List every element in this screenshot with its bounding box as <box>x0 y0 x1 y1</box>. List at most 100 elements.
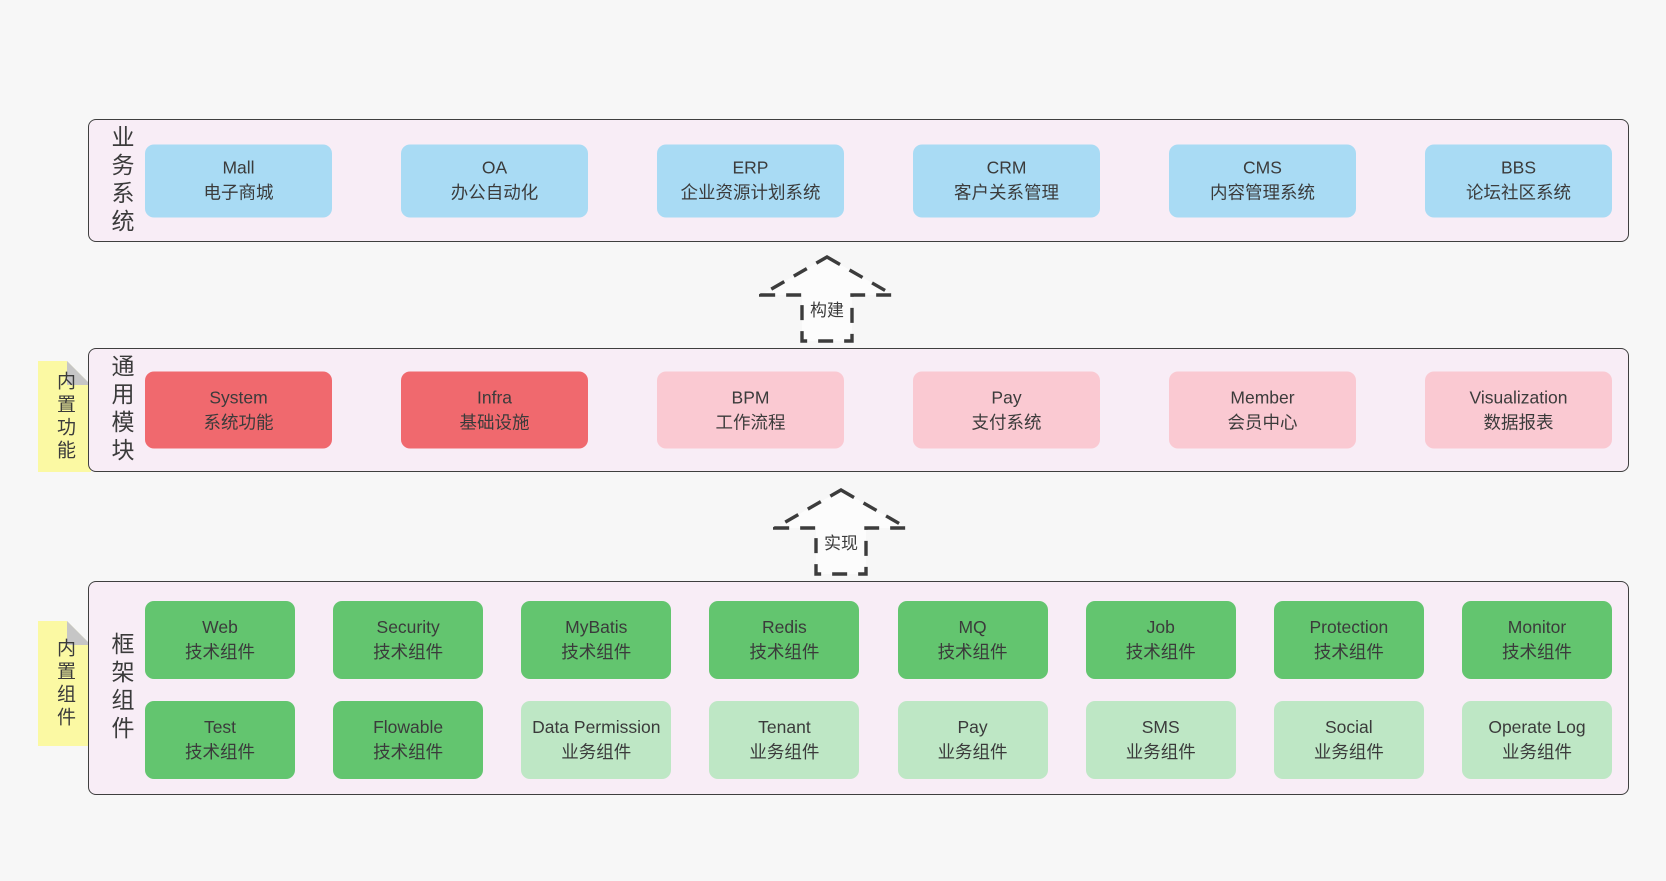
card-title: Tenant <box>758 717 811 737</box>
card-subtitle: 企业资源计划系统 <box>680 182 821 203</box>
card-tenant: Tenant 业务组件 <box>709 701 860 779</box>
card-subtitle: 基础设施 <box>459 412 530 432</box>
card-subtitle: 技术组件 <box>1313 642 1384 662</box>
section-label-components: 框架组件 <box>108 632 134 744</box>
card-subtitle: 业务组件 <box>1125 742 1196 762</box>
sticky-note-text: 内置功能 <box>54 370 75 463</box>
card-data-permission: Data Permission 业务组件 <box>521 701 672 779</box>
card-erp: ERP 企业资源计划系统 <box>657 144 844 217</box>
card-subtitle: 技术组件 <box>373 642 444 662</box>
card-bbs: BBS 论坛社区系统 <box>1425 144 1612 217</box>
card-title: Security <box>376 617 440 637</box>
card-title: OA <box>481 157 508 178</box>
business-cards-row: Mall 电子商城 OA 办公自动化 ERP 企业资源计划系统 CRM 客户关系… <box>145 144 1612 217</box>
card-title: Visualization <box>1469 387 1568 407</box>
card-title: Monitor <box>1507 617 1567 637</box>
card-title: SMS <box>1141 717 1180 737</box>
card-title: Pay <box>957 717 988 737</box>
card-title: ERP <box>732 157 769 178</box>
arrow-implement-label: 实现 <box>821 528 861 555</box>
sticky-note-text: 内置组件 <box>54 637 75 730</box>
section-label-business: 业务系统 <box>108 124 134 237</box>
card-member: Member 会员中心 <box>1169 371 1356 449</box>
card-crm: CRM 客户关系管理 <box>913 144 1100 217</box>
card-title: Job <box>1146 617 1175 637</box>
card-web: Web 技术组件 <box>145 601 295 679</box>
card-subtitle: 技术组件 <box>185 742 255 762</box>
card-subtitle: 支付系统 <box>971 412 1042 432</box>
card-title: Redis <box>762 617 807 637</box>
card-subtitle: 业务组件 <box>561 742 632 762</box>
card-subtitle: 技术组件 <box>937 642 1008 662</box>
card-subtitle: 工作流程 <box>715 412 786 432</box>
card-subtitle: 技术组件 <box>561 642 632 662</box>
modules-cards-row: System 系统功能 Infra 基础设施 BPM 工作流程 Pay 支付系统… <box>145 371 1612 449</box>
card-title: Protection <box>1309 617 1389 637</box>
card-sms: SMS 业务组件 <box>1085 701 1236 779</box>
sticky-note-built-in-components: 内置组件 <box>38 621 91 746</box>
components-row-1: Web 技术组件 Security 技术组件 MyBatis 技术组件 Redi… <box>145 601 1612 679</box>
card-infra: Infra 基础设施 <box>401 371 588 449</box>
card-subtitle: 会员中心 <box>1227 412 1298 432</box>
card-mybatis: MyBatis 技术组件 <box>521 601 672 679</box>
card-subtitle: 客户关系管理 <box>954 182 1059 203</box>
card-protection: Protection 技术组件 <box>1273 601 1424 679</box>
card-subtitle: 技术组件 <box>1125 642 1196 662</box>
card-subtitle: 数据报表 <box>1483 412 1554 432</box>
card-title: Infra <box>476 387 513 407</box>
section-common-modules: 通用模块 System 系统功能 Infra 基础设施 BPM 工作流程 Pay… <box>88 348 1629 472</box>
card-visualization: Visualization 数据报表 <box>1425 371 1612 449</box>
arrow-implement: 实现 <box>773 486 909 578</box>
card-subtitle: 内容管理系统 <box>1210 182 1315 203</box>
card-system: System 系统功能 <box>145 371 332 449</box>
card-title: Data Permission <box>532 717 661 737</box>
card-title: CMS <box>1243 157 1282 178</box>
card-title: Member <box>1230 387 1295 407</box>
card-title: CRM <box>986 157 1027 178</box>
card-subtitle: 业务组件 <box>1313 742 1384 762</box>
card-title: System <box>209 387 268 407</box>
card-subtitle: 电子商城 <box>203 182 274 203</box>
card-title: BBS <box>1500 157 1537 178</box>
card-subtitle: 业务组件 <box>749 742 820 762</box>
card-test: Test 技术组件 <box>145 701 295 779</box>
card-pay-component: Pay 业务组件 <box>897 701 1048 779</box>
card-pay-module: Pay 支付系统 <box>913 371 1100 449</box>
card-subtitle: 技术组件 <box>373 742 444 762</box>
section-business-systems: 业务系统 Mall 电子商城 OA 办公自动化 ERP 企业资源计划系统 CRM… <box>88 119 1629 242</box>
card-operate-log: Operate Log 业务组件 <box>1461 701 1612 779</box>
section-label-modules: 通用模块 <box>108 354 134 466</box>
card-title: Pay <box>991 387 1022 407</box>
card-security: Security 技术组件 <box>333 601 484 679</box>
card-subtitle: 业务组件 <box>1501 742 1572 762</box>
card-oa: OA 办公自动化 <box>401 144 588 217</box>
card-title: MQ <box>958 617 987 637</box>
card-subtitle: 技术组件 <box>1501 642 1572 662</box>
card-flowable: Flowable 技术组件 <box>333 701 484 779</box>
card-subtitle: 业务组件 <box>937 742 1008 762</box>
card-title: Social <box>1325 717 1373 737</box>
card-title: Flowable <box>373 717 444 737</box>
card-subtitle: 技术组件 <box>185 642 255 662</box>
card-redis: Redis 技术组件 <box>709 601 860 679</box>
card-monitor: Monitor 技术组件 <box>1461 601 1612 679</box>
arrow-build: 构建 <box>759 253 895 345</box>
card-title: Operate Log <box>1488 717 1586 737</box>
card-subtitle: 办公自动化 <box>450 182 539 203</box>
card-subtitle: 系统功能 <box>203 412 274 432</box>
card-job: Job 技术组件 <box>1085 601 1236 679</box>
card-social: Social 业务组件 <box>1273 701 1424 779</box>
card-mall: Mall 电子商城 <box>145 144 332 217</box>
card-title: BPM <box>731 387 770 407</box>
sticky-note-built-in-functions: 内置功能 <box>38 361 91 472</box>
card-cms: CMS 内容管理系统 <box>1169 144 1356 217</box>
section-framework-components: 框架组件 Web 技术组件 Security 技术组件 MyBatis 技术组件… <box>88 581 1629 795</box>
card-title: MyBatis <box>565 617 628 637</box>
card-bpm: BPM 工作流程 <box>657 371 844 449</box>
card-mq: MQ 技术组件 <box>897 601 1048 679</box>
card-subtitle: 论坛社区系统 <box>1466 182 1571 203</box>
arrow-build-label: 构建 <box>807 295 847 322</box>
card-title: Mall <box>222 157 255 178</box>
card-title: Test <box>203 717 237 737</box>
card-subtitle: 技术组件 <box>749 642 820 662</box>
